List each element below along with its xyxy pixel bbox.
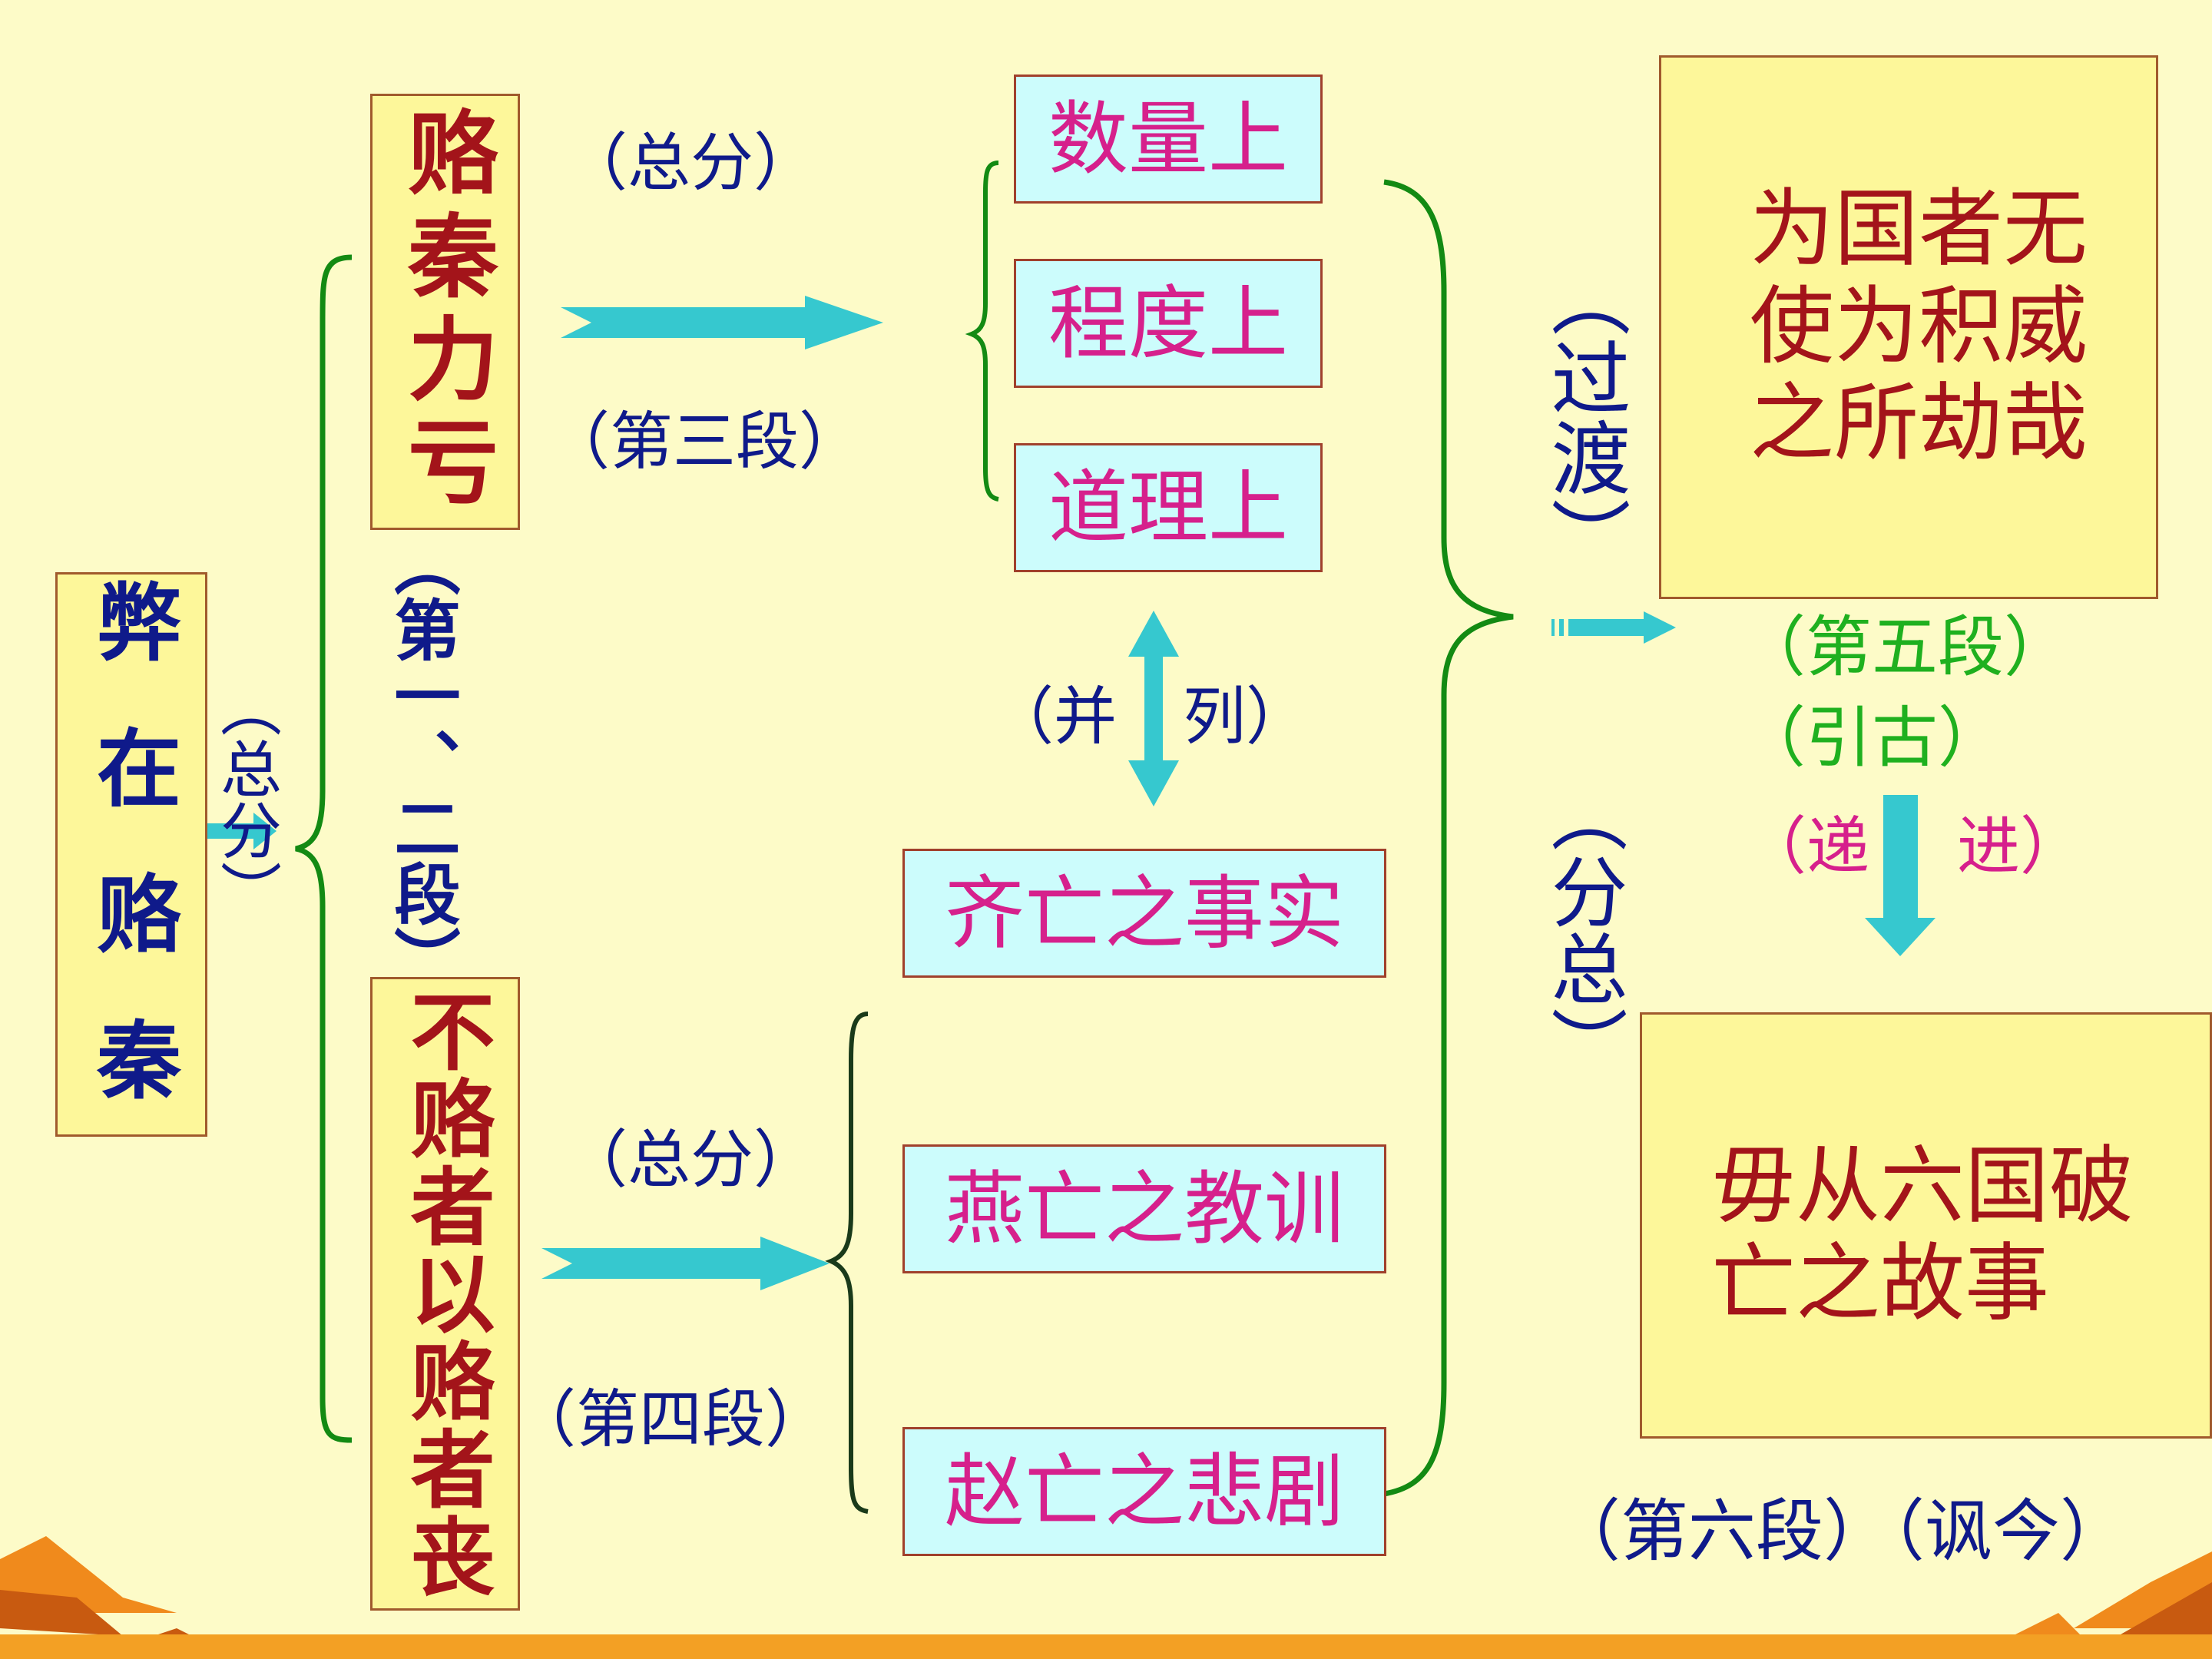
bottom-branch-text: 不赂者以赂者丧 (396, 987, 495, 1601)
para5-label: （第五段） (1740, 609, 2070, 686)
right-brace (1383, 179, 1514, 1497)
quote-line-1: 为国者无 (1750, 180, 2088, 278)
quote-box: 为国者无 使为积威 之所劫哉 (1659, 55, 2158, 599)
para6-label: （第六段）（讽今） (1553, 1492, 2128, 1571)
fenzong-label: （分总） (1538, 776, 1628, 1083)
case-qi: 齐亡之事实 (902, 849, 1386, 978)
bottom-branch-arrow (541, 1237, 830, 1290)
root-arrow (207, 813, 276, 849)
top-branch-box: 赂秦力亏 (370, 94, 520, 530)
middle-label: （第一、二段） (382, 530, 459, 992)
bottom-branch-label-2: （第四段） (513, 1383, 829, 1456)
progress-right: 进） (1957, 810, 2084, 883)
transition-label: （过渡） (1537, 257, 1631, 577)
aspects-brace (965, 161, 999, 502)
bottom-bar (0, 1634, 2212, 1659)
top-branch-arrow (561, 296, 883, 349)
root-text: 弊在赂秦 (82, 578, 180, 1162)
conclusion-box: 毋从六国破 亡之故事 (1640, 1012, 2212, 1439)
left-corner-decoration (0, 1536, 177, 1613)
root-label: （总分） (210, 676, 282, 922)
quote-line-3: 之所劫哉 (1750, 374, 2088, 472)
aspect-degree: 程度上 (1014, 259, 1323, 388)
transition-arrow (1568, 611, 1676, 644)
progress-left: （递 (1743, 810, 1870, 883)
top-branch-label-2: （第三段） (547, 406, 863, 478)
para5-type-label: （引古） (1740, 700, 2004, 777)
aspect-reason: 道理上 (1014, 443, 1323, 572)
case-zhao: 赵亡之悲剧 (902, 1427, 1386, 1556)
conclusion-line-1: 毋从六国破 (1711, 1137, 2134, 1235)
bottom-branch-label-1: （总分） (565, 1124, 817, 1197)
parallel-right: 列） (1183, 680, 1310, 753)
progress-arrow (1865, 795, 1936, 956)
parallel-left: （并 (991, 680, 1118, 753)
case-yan: 燕亡之教训 (902, 1144, 1386, 1273)
top-branch-text: 赂秦力亏 (392, 106, 498, 518)
bottom-branch-box: 不赂者以赂者丧 (370, 977, 520, 1611)
conclusion-line-2: 亡之故事 (1711, 1233, 2049, 1333)
left-brace (295, 254, 353, 1443)
quote-line-2: 使为积威 (1750, 276, 2088, 376)
parallel-double-arrow (1128, 611, 1179, 806)
aspect-quantity: 数量上 (1014, 75, 1323, 204)
root-box: 弊在赂秦 (55, 572, 207, 1162)
top-branch-label-1: （总分） (565, 127, 817, 200)
cases-brace (825, 1012, 869, 1514)
